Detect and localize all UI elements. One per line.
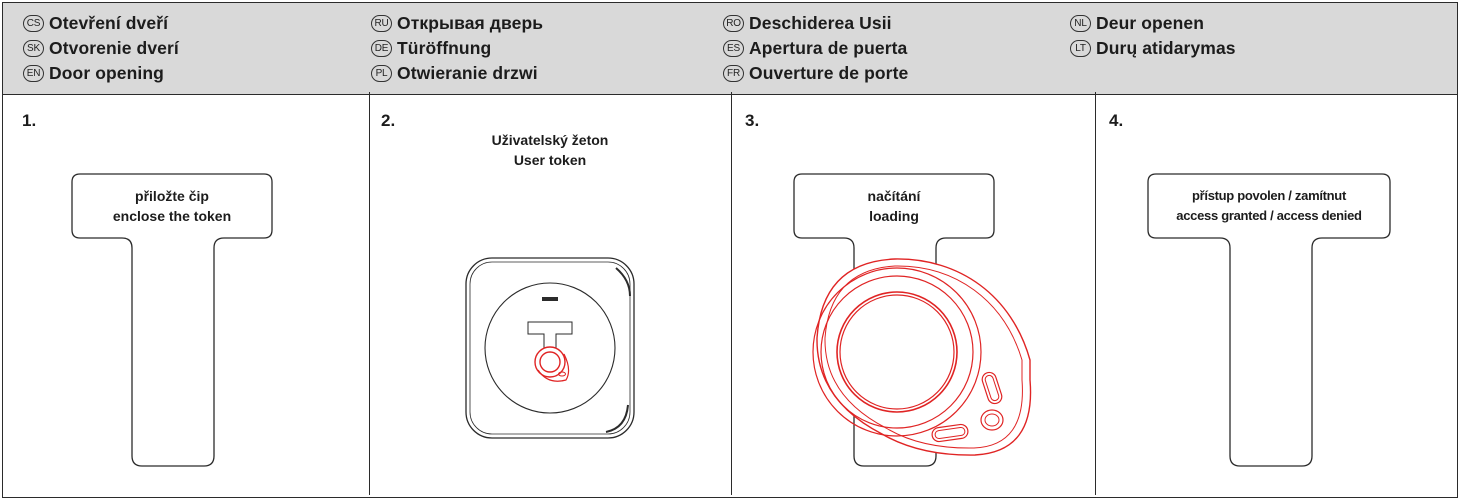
language-code-badge: DE — [371, 40, 392, 57]
language-code-badge: CS — [23, 15, 44, 32]
step-caption: přiložte čip enclose the token — [72, 186, 272, 226]
language-row-lt: LT Durų atidarymas — [1070, 36, 1236, 61]
language-title: Door opening — [49, 63, 164, 83]
language-row-pl: PL Otwieranie drzwi — [371, 61, 543, 86]
step-caption: načítání loading — [794, 186, 994, 226]
caption-line-2: User token — [513, 152, 587, 168]
step-number: 3. — [745, 111, 760, 130]
panel-divider — [731, 92, 732, 495]
language-code-badge: EN — [23, 65, 44, 82]
caption-line-1: načítání — [867, 188, 921, 204]
language-row-cs: CS Otevření dveří — [23, 11, 179, 36]
language-title: Ouverture de porte — [749, 63, 909, 83]
step-number: 4. — [1109, 111, 1124, 130]
language-title: Apertura de puerta — [749, 38, 908, 58]
wall-reader-device-icon — [465, 257, 635, 439]
language-row-es: ES Apertura de puerta — [723, 36, 908, 61]
language-column-4: NL Deur openen LT Durų atidarymas — [1070, 11, 1236, 61]
language-title: Deschiderea Usii — [749, 13, 892, 33]
step-caption: Uživatelský žeton User token — [450, 130, 650, 170]
panel-divider — [369, 92, 370, 495]
language-code-badge: NL — [1070, 15, 1091, 32]
language-code-badge: LT — [1070, 40, 1091, 57]
caption-line-1: přístup povolen / zamítnut — [1192, 188, 1346, 203]
language-title: Otvorenie dverí — [49, 38, 179, 58]
language-title: Otevření dveří — [49, 13, 169, 33]
language-code-badge: ES — [723, 40, 744, 57]
language-column-2: RU Открывая дверь DE Türöffnung PL Otwie… — [371, 11, 543, 86]
language-code-badge: FR — [723, 65, 744, 82]
step-number: 2. — [381, 111, 396, 130]
language-code-badge: RO — [723, 15, 744, 32]
language-row-sk: SK Otvorenie dverí — [23, 36, 179, 61]
language-code-badge: PL — [371, 65, 392, 82]
language-row-fr: FR Ouverture de porte — [723, 61, 908, 86]
language-title: Otwieranie drzwi — [397, 63, 538, 83]
language-column-3: RO Deschiderea Usii ES Apertura de puert… — [723, 11, 908, 86]
caption-line-2: access granted / access denied — [1176, 208, 1362, 223]
language-row-de: DE Türöffnung — [371, 36, 543, 61]
panel-divider — [1095, 92, 1096, 495]
language-title: Deur openen — [1096, 13, 1205, 33]
language-header: CS Otevření dveří SK Otvorenie dverí EN … — [3, 3, 1457, 95]
language-row-ro: RO Deschiderea Usii — [723, 11, 908, 36]
caption-line-1: Uživatelský žeton — [491, 132, 609, 148]
rfid-key-fob-icon — [812, 258, 1032, 456]
t-shaped-sign-icon — [793, 173, 1032, 467]
language-title: Türöffnung — [397, 38, 492, 58]
language-column-1: CS Otevření dveří SK Otvorenie dverí EN … — [23, 11, 179, 86]
language-row-en: EN Door opening — [23, 61, 179, 86]
caption-line-2: loading — [869, 208, 919, 224]
language-code-badge: SK — [23, 40, 44, 57]
language-row-nl: NL Deur openen — [1070, 11, 1236, 36]
language-code-badge: RU — [371, 15, 392, 32]
caption-line-1: přiložte čip — [135, 188, 209, 204]
step-number: 1. — [22, 111, 37, 130]
t-shaped-sign-icon — [71, 173, 273, 467]
caption-line-2: enclose the token — [112, 208, 232, 224]
rfid-key-fob-icon — [534, 346, 570, 382]
language-title: Durų atidarymas — [1096, 38, 1236, 58]
language-title: Открывая дверь — [397, 13, 544, 33]
step-caption: přístup povolen / zamítnut access grante… — [1148, 186, 1390, 226]
language-row-ru: RU Открывая дверь — [371, 11, 543, 36]
